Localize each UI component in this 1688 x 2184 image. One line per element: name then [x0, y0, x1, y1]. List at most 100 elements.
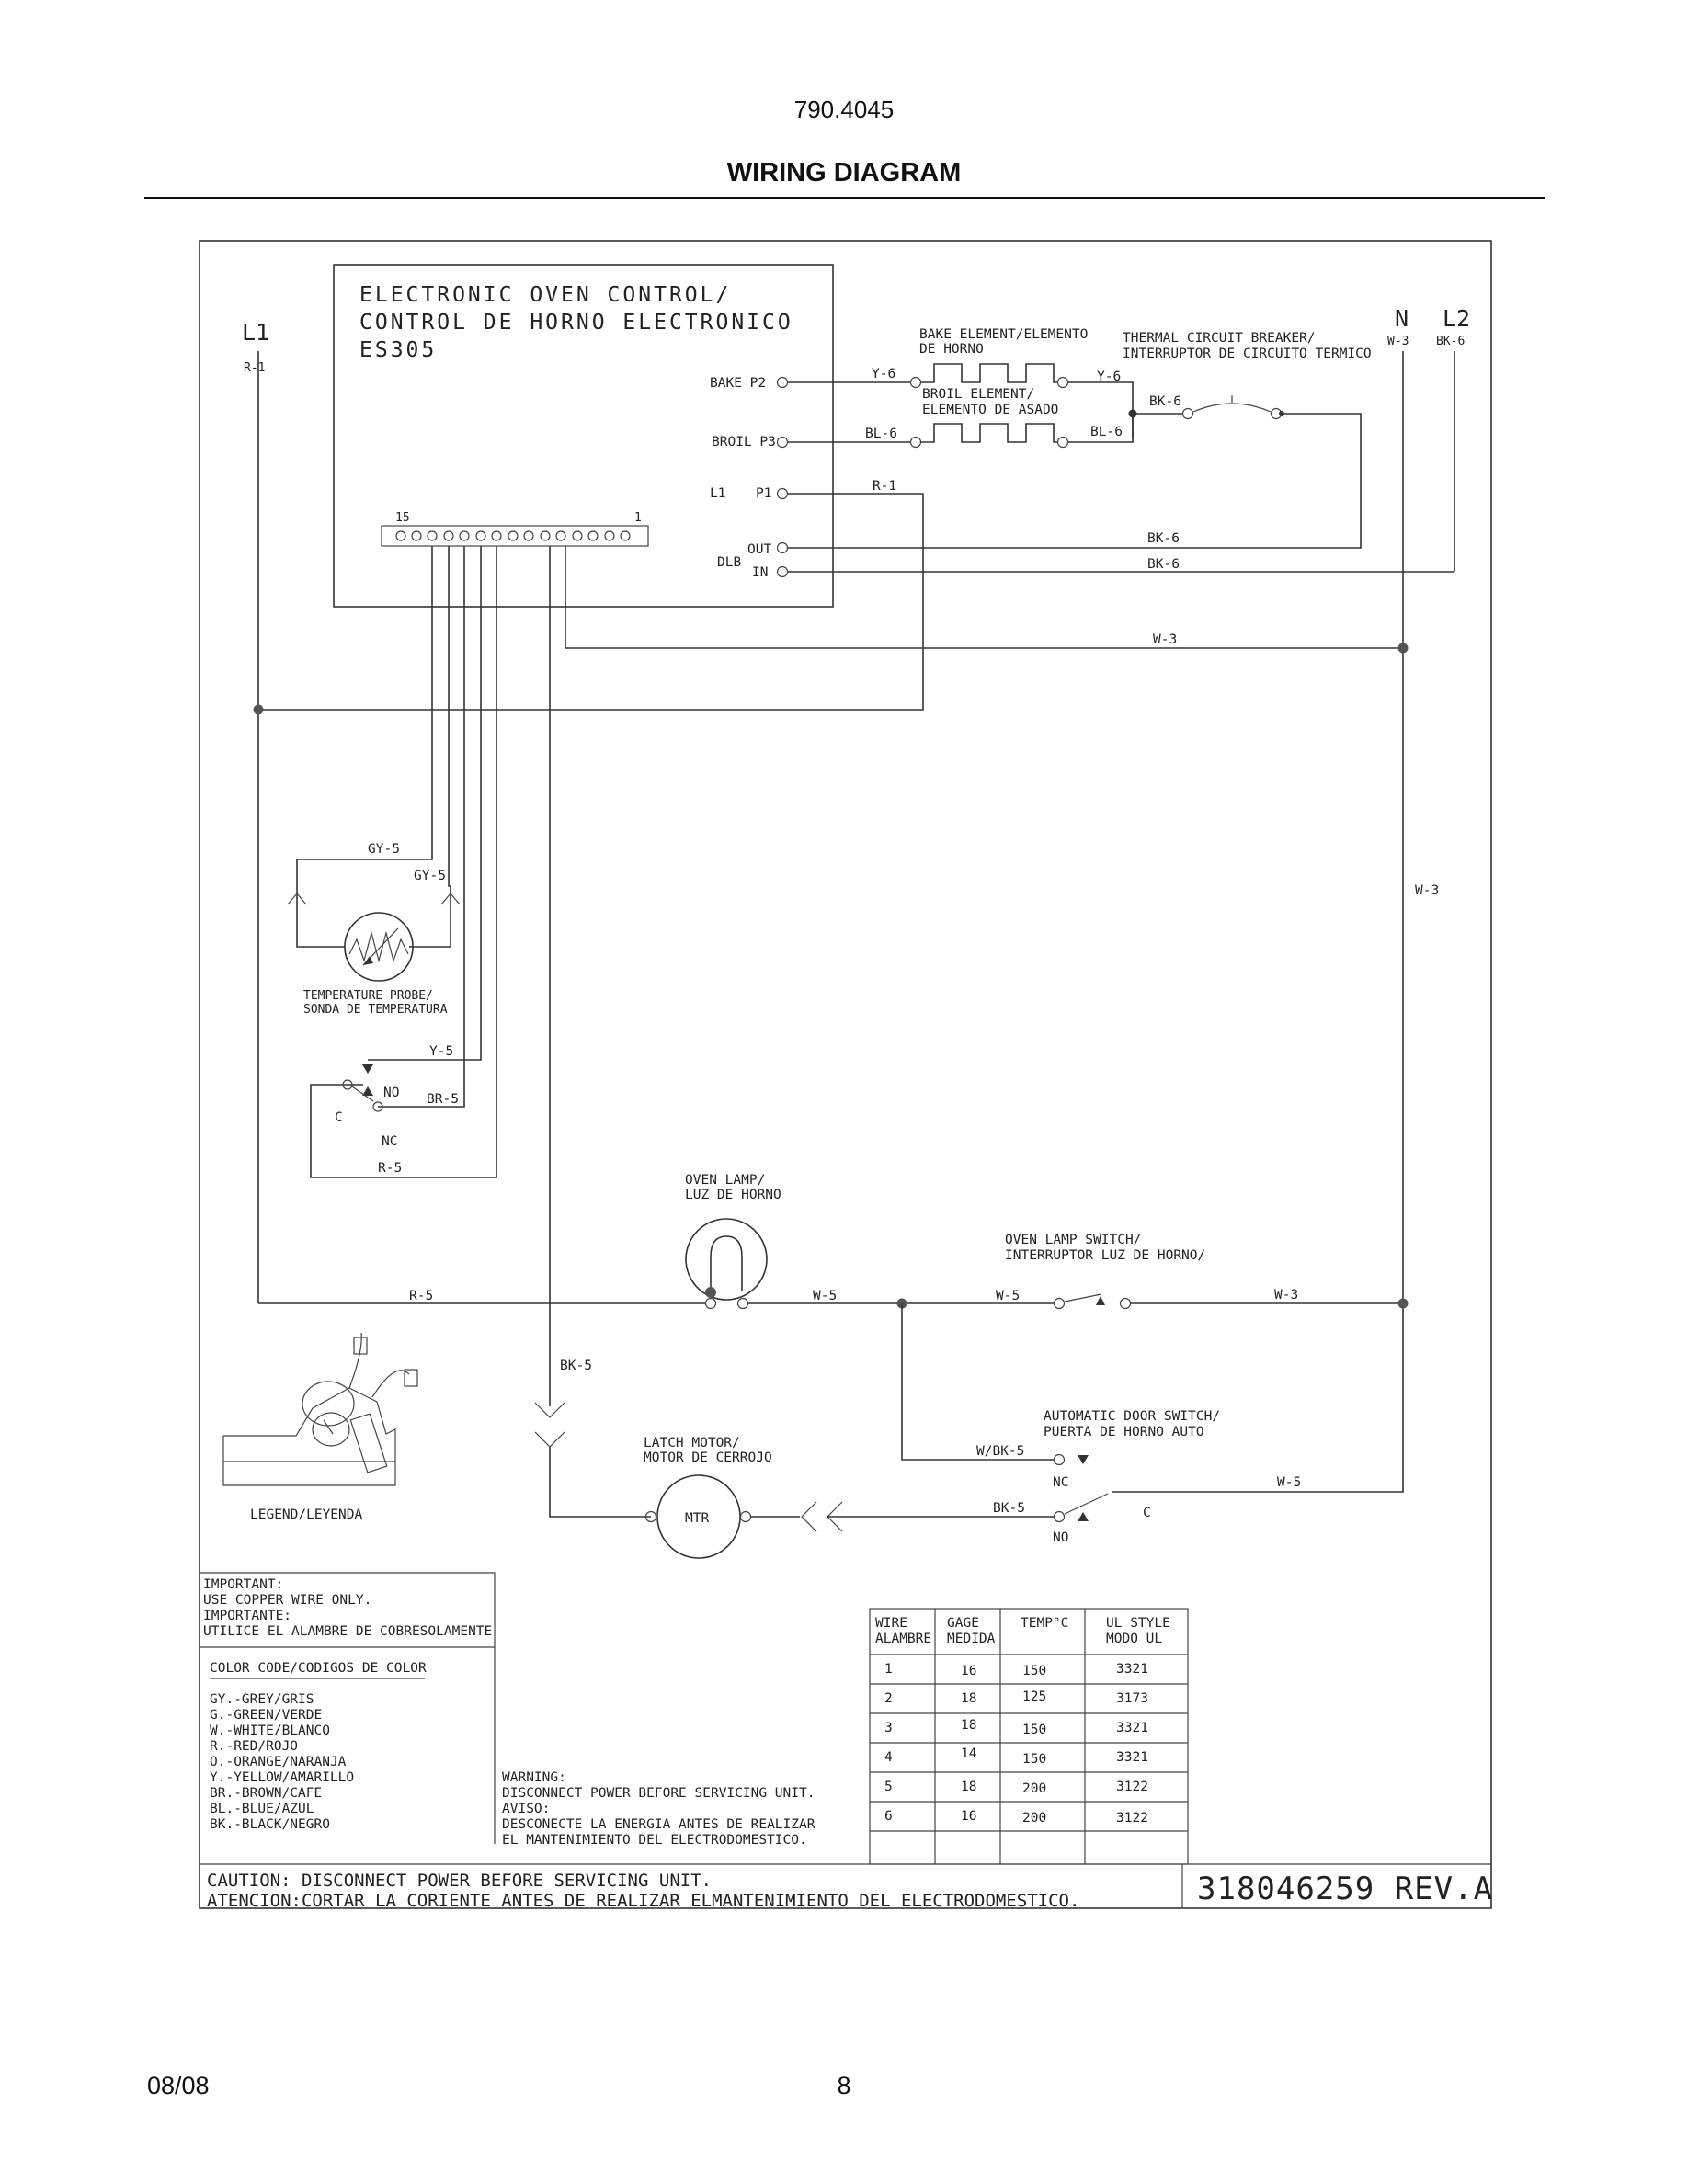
caution-line-2: ATENCION:CORTAR LA CORIENTE ANTES DE REA…	[207, 1891, 1079, 1911]
door-switch-nc-label: NC	[1053, 1475, 1068, 1490]
oven-lamp: OVEN LAMP/ LUZ DE HORNO	[685, 1173, 781, 1310]
terminal-in-label: IN	[752, 565, 768, 580]
table-header: ALAMBRE	[875, 1632, 931, 1646]
document-number: 318046259 REV.A	[1197, 1871, 1493, 1907]
wire-y6-label-b: Y-6	[1097, 370, 1121, 384]
wire-w5-door-label: W-5	[1277, 1475, 1301, 1490]
control-connector: 15 1	[381, 511, 649, 547]
table-cell: 150	[1022, 1723, 1046, 1737]
table-header: WIRE	[875, 1616, 907, 1631]
terminal-out-label: OUT	[747, 542, 771, 557]
important-line-2: USE COPPER WIRE ONLY.	[203, 1593, 371, 1608]
table-cell: 150	[1022, 1664, 1046, 1678]
table-cell: 150	[1022, 1752, 1046, 1767]
table-header: UL STYLE	[1106, 1616, 1170, 1631]
table-cell: 6	[884, 1809, 893, 1824]
wire-w5-lamp-label: W-5	[813, 1289, 837, 1303]
wire-r1-p1-label: R-1	[873, 479, 896, 494]
footer-date: 08/08	[147, 2072, 210, 2099]
wire-br5-label: BR-5	[427, 1092, 459, 1107]
wire-gy5-label-b: GY-5	[414, 869, 446, 883]
color-code-item: GY.-GREY/GRIS	[210, 1692, 314, 1707]
probe-label-2: SONDA DE TEMPERATURA	[303, 1003, 448, 1017]
color-code-item: R.-RED/ROJO	[210, 1739, 298, 1754]
wire-y6-label-a: Y-6	[872, 367, 895, 381]
table-cell: 18	[961, 1691, 976, 1706]
bake-element-label-2: DE HORNO	[919, 342, 984, 357]
lock-switch: Y-5 BR-5 R-5 NO C NC	[310, 546, 497, 1178]
oven-lamp-label-2: LUZ DE HORNO	[685, 1188, 781, 1202]
table-header: GAGE	[947, 1616, 979, 1631]
footer-page-number: 8	[837, 2072, 851, 2099]
door-switch-label-2: PUERTA DE HORNO AUTO	[1044, 1425, 1204, 1439]
warning-line-5: EL MANTENIMIENTO DEL ELECTRODOMESTICO.	[502, 1833, 807, 1848]
warning-line-2: DISCONNECT POWER BEFORE SERVICING UNIT.	[502, 1786, 815, 1801]
door-switch-c-label: C	[1143, 1506, 1151, 1520]
color-code-item: W.-WHITE/BLANCO	[210, 1723, 330, 1738]
legend-illustration: LEGEND/LEYENDA	[222, 1332, 418, 1522]
lamp-switch-label-2: INTERRUPTOR LUZ DE HORNO/	[1005, 1248, 1205, 1263]
wire-bk6-in-label: BK-6	[1147, 557, 1180, 572]
wire-r1-label: R-1	[244, 361, 265, 375]
wire-bk6-out-label: BK-6	[1147, 531, 1180, 546]
color-code-item: Y.-YELLOW/AMARILLO	[210, 1770, 354, 1785]
connector-pin-1-label: 1	[634, 511, 642, 525]
line-l2-label: L2	[1443, 305, 1470, 332]
table-header: MODO UL	[1106, 1632, 1162, 1646]
color-code-item: BK.-BLACK/NEGRO	[210, 1817, 330, 1832]
line-n-label: N	[1395, 305, 1409, 332]
probe-label-1: TEMPERATURE PROBE/	[303, 989, 433, 1003]
table-cell: 3321	[1116, 1750, 1148, 1765]
table-cell: 125	[1022, 1689, 1046, 1704]
temperature-probe: GY-5 GY-5 TEMPERATURE PROBE/ SONDA DE TE…	[287, 546, 461, 1017]
wire-bl6-label-b: BL-6	[1090, 425, 1123, 439]
color-code-item: G.-GREEN/VERDE	[210, 1708, 322, 1723]
color-code-item: O.-ORANGE/NARANJA	[210, 1755, 347, 1769]
bake-element: BAKE ELEMENT/ELEMENTO DE HORNO Y-6 Y-6	[788, 327, 1134, 439]
table-header: MEDIDA	[947, 1632, 996, 1646]
wire-w3-neutral	[565, 546, 1403, 649]
important-line-1: IMPORTANT:	[203, 1577, 283, 1592]
broil-element-label-2: ELEMENTO DE ASADO	[922, 403, 1058, 417]
table-cell: 3122	[1116, 1780, 1148, 1794]
table-cell: 5	[884, 1780, 893, 1794]
table-cell: 14	[961, 1746, 977, 1761]
wire-w3-top-label: W-3	[1387, 335, 1409, 348]
warning-line-4: DESCONECTE LA ENERGIA ANTES DE REALIZAR	[502, 1817, 815, 1832]
wire-bk5-switch-label: BK-5	[993, 1501, 1025, 1516]
table-cell: 3	[884, 1721, 893, 1735]
warning-line-1: WARNING:	[502, 1770, 566, 1785]
wire-r5-lamp-label: R-5	[409, 1289, 433, 1303]
color-code-item: BR.-BROWN/CAFE	[210, 1786, 322, 1801]
thermal-circuit-breaker: THERMAL CIRCUIT BREAKER/ INTERRUPTOR DE …	[788, 331, 1372, 549]
wire-w3-right-label: W-3	[1415, 883, 1439, 898]
table-cell: 16	[961, 1809, 976, 1824]
table-cell: 2	[884, 1691, 893, 1706]
warning-notes: WARNING: DISCONNECT POWER BEFORE SERVICI…	[502, 1770, 815, 1848]
table-cell: 200	[1022, 1781, 1046, 1796]
color-code: COLOR CODE/CODIGOS DE COLOR GY.-GREY/GRI…	[210, 1661, 427, 1832]
lock-switch-c-label: C	[335, 1110, 343, 1125]
wire-r5-lock-label: R-5	[378, 1161, 402, 1176]
connector-pin-15-label: 15	[395, 511, 410, 525]
breaker-label-2: INTERRUPTOR DE CIRCUITO TERMICO	[1123, 347, 1372, 361]
caution-line-1: CAUTION: DISCONNECT POWER BEFORE SERVICI…	[207, 1871, 712, 1891]
latch-motor-label-1: LATCH MOTOR/	[644, 1436, 740, 1450]
table-cell: 3173	[1116, 1691, 1148, 1706]
legend-label: LEGEND/LEYENDA	[250, 1507, 362, 1522]
wire-gy5-label-a: GY-5	[368, 842, 400, 857]
terminal-broil-label: BROIL P3	[712, 435, 776, 449]
door-switch-no-label: NO	[1053, 1530, 1068, 1545]
title-divider	[144, 197, 1545, 199]
bake-element-label-1: BAKE ELEMENT/ELEMENTO	[919, 327, 1088, 342]
table-cell: 1	[884, 1662, 893, 1677]
terminal-dlb-label: DLB	[717, 555, 741, 570]
latch-motor-label-2: MOTOR DE CERROJO	[644, 1450, 772, 1465]
breaker-label-1: THERMAL CIRCUIT BREAKER/	[1123, 331, 1316, 346]
table-cell: 18	[961, 1718, 976, 1733]
wire-table: WIRE ALAMBRE GAGE MEDIDA TEMP°C UL STYLE…	[869, 1608, 1189, 1865]
oven-lamp-label-1: OVEN LAMP/	[685, 1173, 765, 1188]
lock-switch-no-label: NO	[383, 1086, 399, 1100]
automatic-door-switch: AUTOMATIC DOOR SWITCH/ PUERTA DE HORNO A…	[901, 1303, 1404, 1545]
